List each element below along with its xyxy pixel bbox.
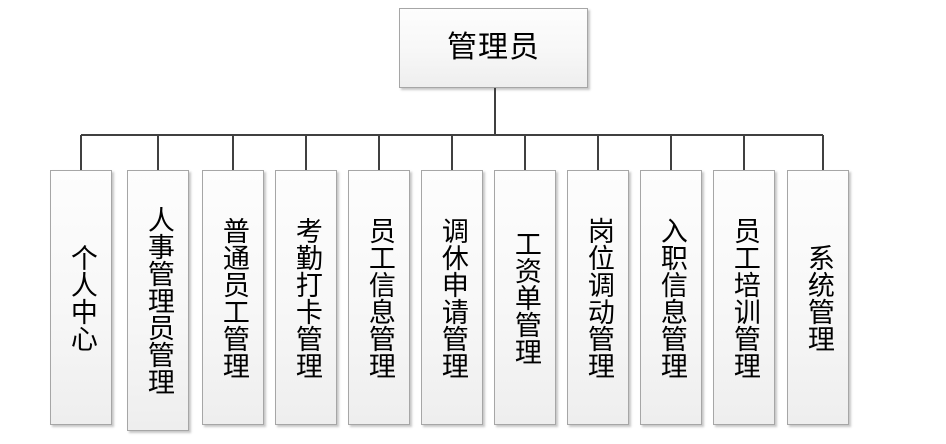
leaf-node-employee-training-management[interactable]: 员工培训管理: [713, 170, 775, 425]
leaf-node-label: 工资单管理: [509, 230, 541, 365]
connector-drop-7: [524, 135, 526, 171]
leaf-node-attendance-checkin-management[interactable]: 考勤打卡管理: [275, 170, 337, 425]
leaf-node-label: 考勤打卡管理: [290, 216, 322, 379]
connector-drop-9: [670, 135, 672, 171]
connector-drop-11: [822, 135, 824, 171]
connector-drop-3: [232, 135, 234, 171]
connector-drop-5: [378, 135, 380, 171]
connector-drop-6: [451, 135, 453, 171]
leaf-node-label: 个人中心: [65, 243, 97, 352]
connector-root-stem: [494, 88, 496, 136]
connector-drop-10: [743, 135, 745, 171]
leaf-node-payroll-management[interactable]: 工资单管理: [494, 170, 556, 425]
leaf-node-position-transfer-management[interactable]: 岗位调动管理: [567, 170, 629, 425]
leaf-node-label: 系统管理: [802, 243, 834, 352]
leaf-node-label: 普通员工管理: [217, 216, 249, 379]
leaf-node-label: 岗位调动管理: [582, 216, 614, 379]
connector-drop-1: [80, 135, 82, 171]
leaf-node-regular-employee-management[interactable]: 普通员工管理: [202, 170, 264, 425]
root-node-administrator[interactable]: 管理员: [399, 8, 588, 88]
connector-drop-2: [157, 135, 159, 171]
connector-drop-8: [597, 135, 599, 171]
connector-drop-4: [305, 135, 307, 171]
leaf-node-label: 调休申请管理: [436, 216, 468, 379]
leaf-node-label: 入职信息管理: [655, 216, 687, 379]
leaf-node-hr-admin-management[interactable]: 人事管理员管理: [127, 170, 189, 431]
leaf-node-personal-center[interactable]: 个人中心: [50, 170, 112, 425]
leaf-node-timeoff-application-management[interactable]: 调休申请管理: [421, 170, 483, 425]
leaf-node-label: 员工培训管理: [728, 216, 760, 379]
root-node-label: 管理员: [447, 30, 540, 65]
leaf-node-label: 员工信息管理: [363, 216, 395, 379]
leaf-node-onboarding-info-management[interactable]: 入职信息管理: [640, 170, 702, 425]
leaf-node-label: 人事管理员管理: [142, 206, 174, 395]
leaf-node-system-management[interactable]: 系统管理: [787, 170, 849, 425]
leaf-node-employee-info-management[interactable]: 员工信息管理: [348, 170, 410, 425]
